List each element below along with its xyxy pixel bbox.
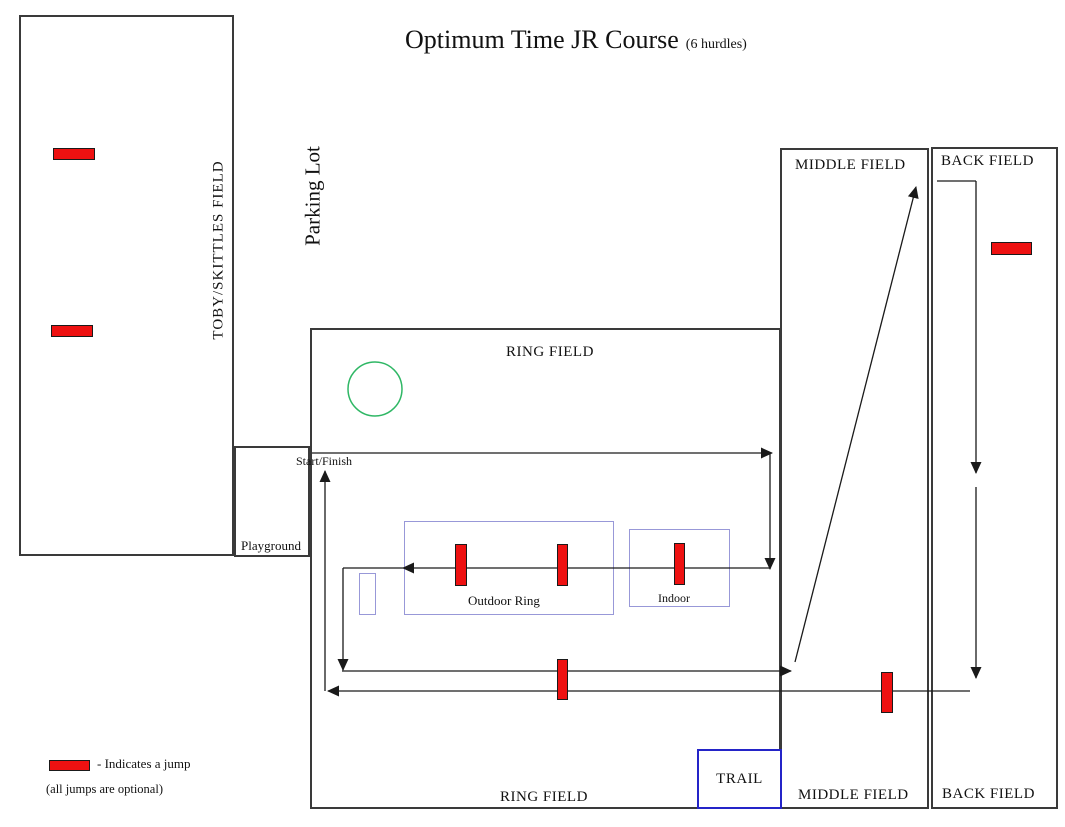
back-field-top-label: BACK FIELD	[941, 153, 1034, 169]
legend-jump-label: - Indicates a jump	[97, 756, 191, 771]
indoor-label: Indoor	[658, 591, 690, 605]
legend-note: (all jumps are optional)	[46, 782, 163, 796]
title-suffix: (6 hurdles)	[685, 37, 747, 52]
back-field-box	[931, 147, 1058, 809]
playground-box	[234, 446, 310, 557]
trail-box: TRAIL	[697, 749, 782, 809]
legend-jump-swatch	[49, 760, 90, 771]
middle-field-bottom-label: MIDDLE FIELD	[798, 787, 909, 803]
title-main: Optimum Time JR Course	[405, 25, 679, 54]
toby-skittles-field-label: TOBY/SKITTLES FIELD	[210, 160, 227, 340]
playground-label: Playground	[241, 538, 301, 553]
ring-field-bottom-label: RING FIELD	[500, 789, 588, 805]
diagram-title: Optimum Time JR Course (6 hurdles)	[405, 25, 747, 55]
start-finish-label: Start/Finish	[296, 454, 353, 468]
middle-field-box	[780, 148, 929, 809]
outdoor-ring-label: Outdoor Ring	[468, 593, 540, 608]
trail-label: TRAIL	[716, 770, 763, 787]
parking-lot-label: Parking Lot	[300, 146, 325, 246]
ring-field-top-label: RING FIELD	[506, 344, 594, 360]
toby-skittles-field-box	[19, 15, 234, 556]
middle-field-top-label: MIDDLE FIELD	[795, 157, 906, 173]
back-field-bottom-label: BACK FIELD	[942, 786, 1035, 802]
small-pen-box	[359, 573, 376, 615]
